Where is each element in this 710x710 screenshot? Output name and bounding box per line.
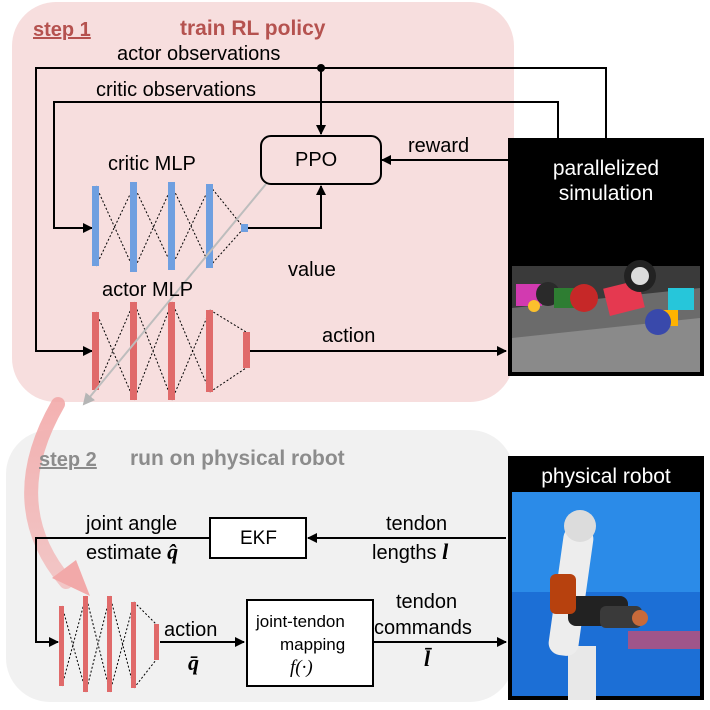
robot-scene — [512, 492, 700, 700]
physical-robot-caption: physical robot — [541, 465, 671, 488]
simulation-scene — [512, 260, 700, 372]
step2-label: step 2 — [39, 449, 97, 471]
simulation-caption-line1: parallelized — [552, 157, 660, 180]
simulation-image: parallelized simulation — [508, 138, 704, 376]
actor-mlp-label: actor MLP — [102, 279, 194, 301]
transfer-arrow — [24, 397, 73, 589]
critic-mlp-network — [95, 185, 245, 271]
actor-mlp-layers — [92, 302, 250, 400]
transfer-arrow-head — [52, 560, 90, 596]
tendon-lengths-symbol: l — [442, 539, 449, 564]
action-q-symbol: q̄ — [188, 650, 199, 675]
reward-label: reward — [408, 135, 470, 157]
tendon-commands-symbol: l̄ — [424, 646, 431, 671]
critic-observations-label: critic observations — [96, 79, 257, 101]
actor-observations-label: actor observations — [117, 43, 281, 65]
mapping-symbol: f(·) — [290, 657, 313, 678]
mapping-label-line1: joint-tendon — [256, 612, 345, 631]
mapping-box — [246, 599, 374, 687]
step1-label: step 1 — [33, 19, 91, 41]
joint-angle-line — [35, 537, 210, 647]
joint-angle-label-line1: joint angle — [86, 513, 178, 535]
joint-angle-label-line2: estimate q̂ — [86, 539, 179, 564]
value-label: value — [288, 259, 336, 281]
policy-network — [61, 595, 157, 693]
tendon-lengths-label-line1: tendon — [386, 513, 448, 535]
actor-observations-line — [35, 67, 607, 356]
tendon-commands-label-line2: commands — [374, 617, 472, 639]
mapping-label-line2: mapping — [280, 635, 346, 654]
tendon-commands-label-line1: tendon — [396, 591, 458, 613]
joint-angle-symbol: q̂ — [167, 539, 179, 564]
policy-layers — [59, 596, 159, 692]
ppo-box — [260, 135, 382, 185]
step1-title: train RL policy — [180, 17, 326, 40]
action-label: action — [322, 325, 376, 347]
step2-title: run on physical robot — [130, 447, 345, 470]
critic-observations-line — [53, 101, 559, 233]
actor-mlp-network — [95, 301, 247, 401]
critic-mlp-layers — [92, 182, 248, 272]
ppo-update-arrow — [82, 183, 267, 406]
simulation-caption-line2: simulation — [558, 182, 654, 206]
action-label-step2: action — [164, 619, 218, 641]
ekf-label: EKF — [240, 528, 277, 549]
critic-mlp-label: critic MLP — [108, 153, 196, 175]
robot-image: physical robot — [508, 456, 704, 700]
ekf-box — [209, 517, 307, 559]
tendon-lengths-label-line2: lengths l — [372, 539, 449, 564]
value-line — [248, 185, 326, 229]
ppo-label: PPO — [295, 149, 338, 171]
